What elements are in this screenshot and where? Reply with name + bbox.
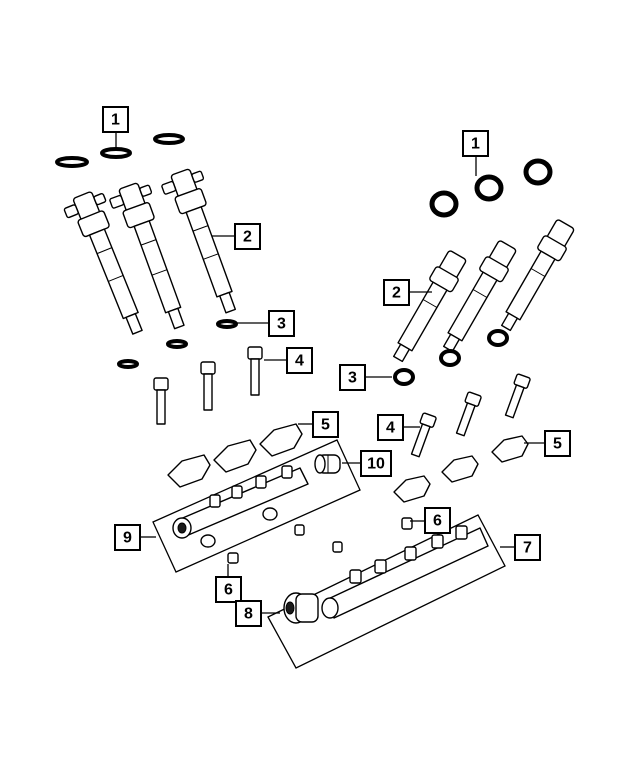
hold-down-bolt — [247, 346, 263, 396]
callout-10: 10 — [360, 450, 392, 477]
callout-5-right: 5 — [544, 430, 571, 457]
callout-4-right: 4 — [377, 414, 404, 441]
callout-2-right: 2 — [383, 279, 410, 306]
callout-6-left: 6 — [215, 576, 242, 603]
callout-2-left: 2 — [234, 223, 261, 250]
callout-label: 5 — [553, 436, 562, 453]
hold-down-bolt — [455, 391, 482, 437]
fuel-injector — [161, 168, 237, 314]
injector-o-rings-left — [117, 319, 238, 369]
callout-label: 10 — [367, 456, 385, 473]
callout-9: 9 — [114, 524, 141, 551]
fuel-injector — [500, 219, 575, 332]
callout-8: 8 — [235, 600, 262, 627]
callout-label: 6 — [433, 513, 442, 530]
fuel-injectors-left — [63, 168, 237, 335]
callout-label: 2 — [392, 285, 401, 302]
callout-3-right: 3 — [339, 364, 366, 391]
injector-clamps-left — [167, 423, 303, 488]
callout-3-left: 3 — [268, 310, 295, 337]
callout-5-left: 5 — [312, 411, 339, 438]
callout-1-left: 1 — [102, 106, 129, 133]
fuel-rail-right — [267, 514, 506, 669]
callout-label: 5 — [321, 417, 330, 434]
callout-label: 2 — [243, 229, 252, 246]
callout-7: 7 — [514, 534, 541, 561]
rail-screw — [401, 517, 413, 530]
callout-label: 3 — [348, 370, 357, 387]
hold-down-bolt — [153, 377, 169, 425]
hold-down-bolt — [410, 412, 437, 458]
fuel-injector — [442, 240, 517, 353]
fuel-injectors-right — [392, 219, 575, 363]
leader-lines — [115, 133, 544, 614]
callout-label: 4 — [295, 353, 304, 370]
callout-label: 7 — [523, 540, 532, 557]
injector-o-rings-right — [393, 329, 509, 386]
callout-label: 4 — [386, 420, 395, 437]
fuel-pressure-regulator — [283, 592, 319, 624]
callout-4-left: 4 — [286, 347, 313, 374]
callout-label: 1 — [111, 112, 120, 129]
fuel-pressure-sensor — [314, 454, 341, 474]
hold-down-bolt — [200, 361, 216, 411]
callout-6-right: 6 — [424, 507, 451, 534]
callout-label: 1 — [471, 136, 480, 153]
fuel-injector — [109, 182, 185, 330]
fuel-injector — [392, 250, 467, 363]
injector-bolts-left — [153, 346, 263, 425]
callout-label: 6 — [224, 582, 233, 599]
injector-bolts-right — [410, 373, 531, 458]
fuel-rail-left — [152, 439, 361, 573]
injector-seal-rings-left — [55, 133, 185, 168]
rail-screws — [227, 524, 343, 564]
callout-label: 8 — [244, 606, 253, 623]
injector-clamps-right — [393, 435, 529, 503]
callout-1-right: 1 — [462, 130, 489, 157]
hold-down-bolt — [504, 373, 531, 419]
injector-seal-rings-right — [429, 158, 553, 218]
callout-label: 9 — [123, 530, 132, 547]
fuel-injector — [63, 191, 143, 335]
callout-label: 3 — [277, 316, 286, 333]
